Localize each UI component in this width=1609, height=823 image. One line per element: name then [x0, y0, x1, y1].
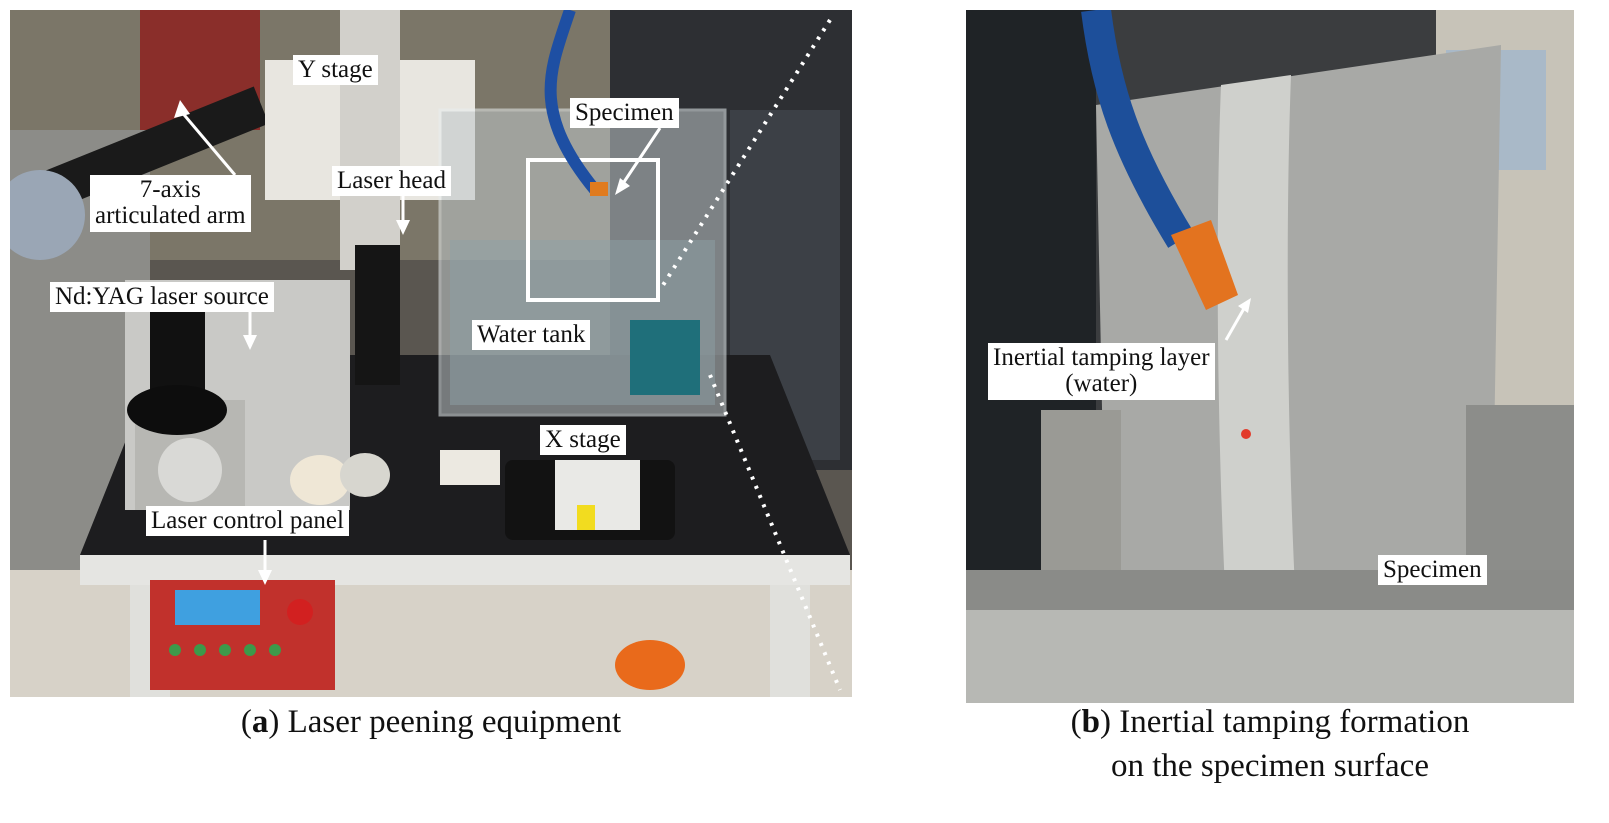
- label-articulated-arm-line1: 7-axis: [139, 176, 201, 203]
- label-x-stage: X stage: [540, 425, 626, 456]
- label-y-stage: Y stage: [293, 55, 378, 86]
- tamping-photo-illustration: [966, 10, 1574, 703]
- caption-b-line1: Inertial tamping formation: [1119, 704, 1470, 740]
- label-articulated-arm: 7-axis articulated arm: [90, 175, 251, 232]
- caption-b-line1-wrap: (b) Inertial tamping formation: [1070, 704, 1470, 740]
- laser-peening-equipment-photo: Y stage Specimen 7-axis articulated arm …: [10, 10, 852, 697]
- label-specimen-b: Specimen: [1378, 555, 1487, 586]
- label-inertial-tamping-line2: (water): [1065, 370, 1138, 398]
- label-articulated-arm-line2: articulated arm: [95, 202, 246, 230]
- inertial-tamping-photo: Inertial tamping layer (water) Specimen: [966, 10, 1574, 703]
- label-inertial-tamping-line1: Inertial tamping layer: [993, 344, 1210, 371]
- caption-a-letter: a: [251, 704, 269, 740]
- caption-b-line2: on the specimen surface: [1111, 748, 1429, 784]
- caption-a-text: Laser peening equipment: [287, 704, 622, 740]
- caption-b-letter: b: [1081, 704, 1101, 740]
- caption-a: (a) Laser peening equipment: [240, 704, 622, 740]
- label-laser-head: Laser head: [332, 166, 451, 197]
- label-laser-source: Nd:YAG laser source: [50, 282, 274, 313]
- label-specimen: Specimen: [570, 98, 679, 129]
- label-inertial-tamping-layer: Inertial tamping layer (water): [988, 343, 1215, 400]
- label-laser-control-panel: Laser control panel: [146, 506, 349, 537]
- caption-b: (b) Inertial tamping formation on the sp…: [966, 700, 1574, 788]
- label-water-tank: Water tank: [472, 320, 591, 351]
- equipment-photo-illustration: [10, 10, 852, 697]
